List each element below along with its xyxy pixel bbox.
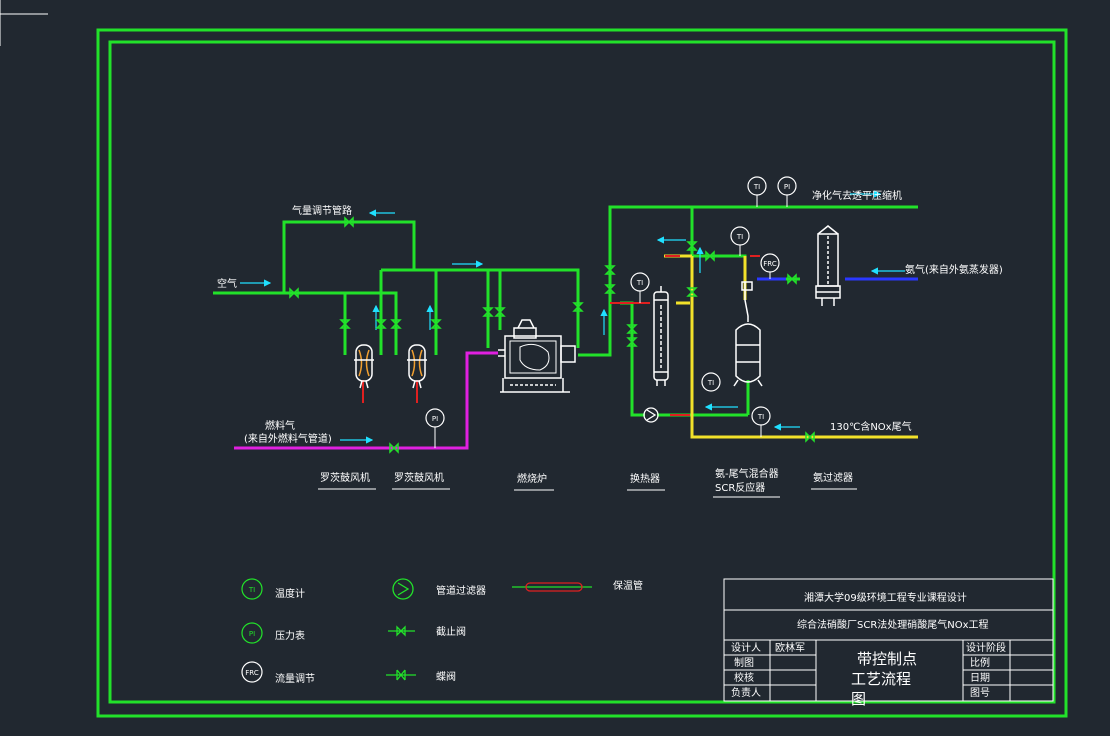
svg-text:TI: TI: [753, 183, 760, 191]
pipe-filter: [643, 407, 659, 423]
instrument-ti-clean: TI: [747, 176, 767, 207]
svg-text:TI: TI: [736, 233, 743, 241]
ammonia-filter-unit: [815, 225, 841, 306]
legend-insulated-pipe: 保温管: [613, 579, 643, 592]
corner-mark: [0, 0, 48, 46]
legend-stop-valve: 截止阀: [436, 625, 466, 638]
tb-school: 湘潭大学09级环境工程专业课程设计: [804, 591, 967, 604]
tb-drawing-label: 制图: [734, 656, 754, 669]
title-block: [723, 578, 1054, 702]
legend-ti-icon: [241, 578, 263, 600]
instrument-ti-reactor: TI: [730, 226, 750, 256]
svg-text:FRC: FRC: [763, 260, 777, 268]
svg-text:TI: TI: [757, 413, 764, 421]
label-air: 空气: [217, 277, 237, 290]
legend-pressure-gauge: 压力表: [275, 629, 305, 642]
svg-text:TI: TI: [707, 379, 714, 387]
instrument-ti-ret: TI: [701, 372, 721, 392]
inner-frame: [108, 40, 1056, 704]
legend-flow-control: 流量调节: [275, 672, 315, 685]
label-clean-gas: 净化气去透平压缩机: [812, 189, 902, 202]
label-mixer-1: 氨-尾气混合器: [715, 467, 779, 480]
tb-stage-label: 设计阶段: [966, 641, 1006, 654]
instrument-ti-tail: TI: [751, 406, 771, 437]
svg-text:TI: TI: [636, 279, 643, 287]
legend-pipe-filter: 管道过滤器: [436, 584, 486, 597]
tb-responsible-label: 负责人: [731, 686, 761, 699]
svg-text:PI: PI: [784, 183, 790, 191]
label-tail-gas: 130℃含NOx尾气: [830, 420, 912, 433]
label-heat-exchanger: 换热器: [630, 472, 660, 485]
tb-drawing-no-label: 图号: [970, 687, 990, 699]
label-blower-1: 罗茨鼓风机: [320, 471, 370, 484]
blower-1: [354, 344, 374, 389]
svg-text:FRC: FRC: [245, 669, 259, 677]
label-air-flow-pipe: 气量调节管路: [292, 204, 352, 217]
tb-check-label: 校核: [734, 671, 754, 684]
label-blower-2: 罗茨鼓风机: [394, 471, 444, 484]
legend-pi-icon: [241, 622, 263, 644]
heat-exchanger: [653, 286, 669, 386]
label-ammonia-filter: 氨过滤器: [813, 471, 853, 484]
tb-designer-label: 设计人: [731, 641, 761, 654]
label-ammonia: 氨气(来自外氨蒸发器): [905, 263, 1003, 276]
legend-frc-icon: [241, 661, 263, 683]
instrument-ti-hx: TI: [630, 272, 650, 303]
tb-project: 综合法硝酸厂SCR法处理硝酸尾气NOx工程: [797, 618, 989, 631]
insulation-marks: [362, 255, 760, 416]
tb-title-3: 图: [851, 690, 866, 708]
valves: [289, 216, 815, 454]
tb-scale-label: 比例: [970, 656, 990, 669]
svg-text:PI: PI: [249, 630, 255, 638]
title-block-text: 湘潭大学09级环境工程专业课程设计 综合法硝酸厂SCR法处理硝酸尾气NOx工程 …: [731, 591, 1006, 708]
legend-butterfly-valve-icon: [386, 669, 416, 681]
outer-frame: [96, 28, 1068, 718]
label-furnace: 燃烧炉: [517, 472, 547, 485]
legend-stop-valve-icon: [388, 625, 415, 637]
legend-thermometer: 温度计: [275, 587, 305, 600]
svg-text:PI: PI: [432, 415, 438, 423]
fuel-gas-pipe: [234, 351, 498, 450]
tb-date-label: 日期: [970, 672, 990, 684]
legend-insulated-pipe-icon: [512, 582, 592, 592]
legend-pipe-filter-icon: [392, 578, 414, 600]
legend-butterfly-valve: 蝶阀: [436, 670, 456, 683]
tb-title-2: 工艺流程: [851, 670, 911, 688]
tb-designer-name: 欧林军: [775, 641, 805, 654]
legend: TI 温度计 PI 压力表 FRC 流量调节 管道过滤器 截止阀 蝶阀 保温管: [241, 578, 643, 685]
instrument-pi-clean: PI: [777, 176, 797, 207]
instrument-pi-fuel: PI: [425, 408, 445, 448]
label-fuel-gas-source: (来自外燃料气管道): [244, 432, 332, 445]
equipment-labels: 罗茨鼓风机 罗茨鼓风机 燃烧炉 换热器 氨-尾气混合器 SCR反应器 氨过滤器: [318, 467, 857, 498]
tb-title-1: 带控制点: [857, 650, 917, 668]
flow-arrows: [240, 190, 905, 444]
scr-reactor: [733, 281, 763, 387]
blower-2: [407, 344, 427, 389]
tail-gas-pipes: [664, 254, 918, 439]
label-fuel-gas: 燃料气: [265, 419, 295, 432]
svg-text:TI: TI: [248, 586, 255, 594]
air-pipes: [213, 205, 918, 417]
instrument-frc: FRC: [760, 253, 780, 279]
label-mixer-2: SCR反应器: [715, 481, 765, 494]
furnace: [498, 319, 576, 393]
